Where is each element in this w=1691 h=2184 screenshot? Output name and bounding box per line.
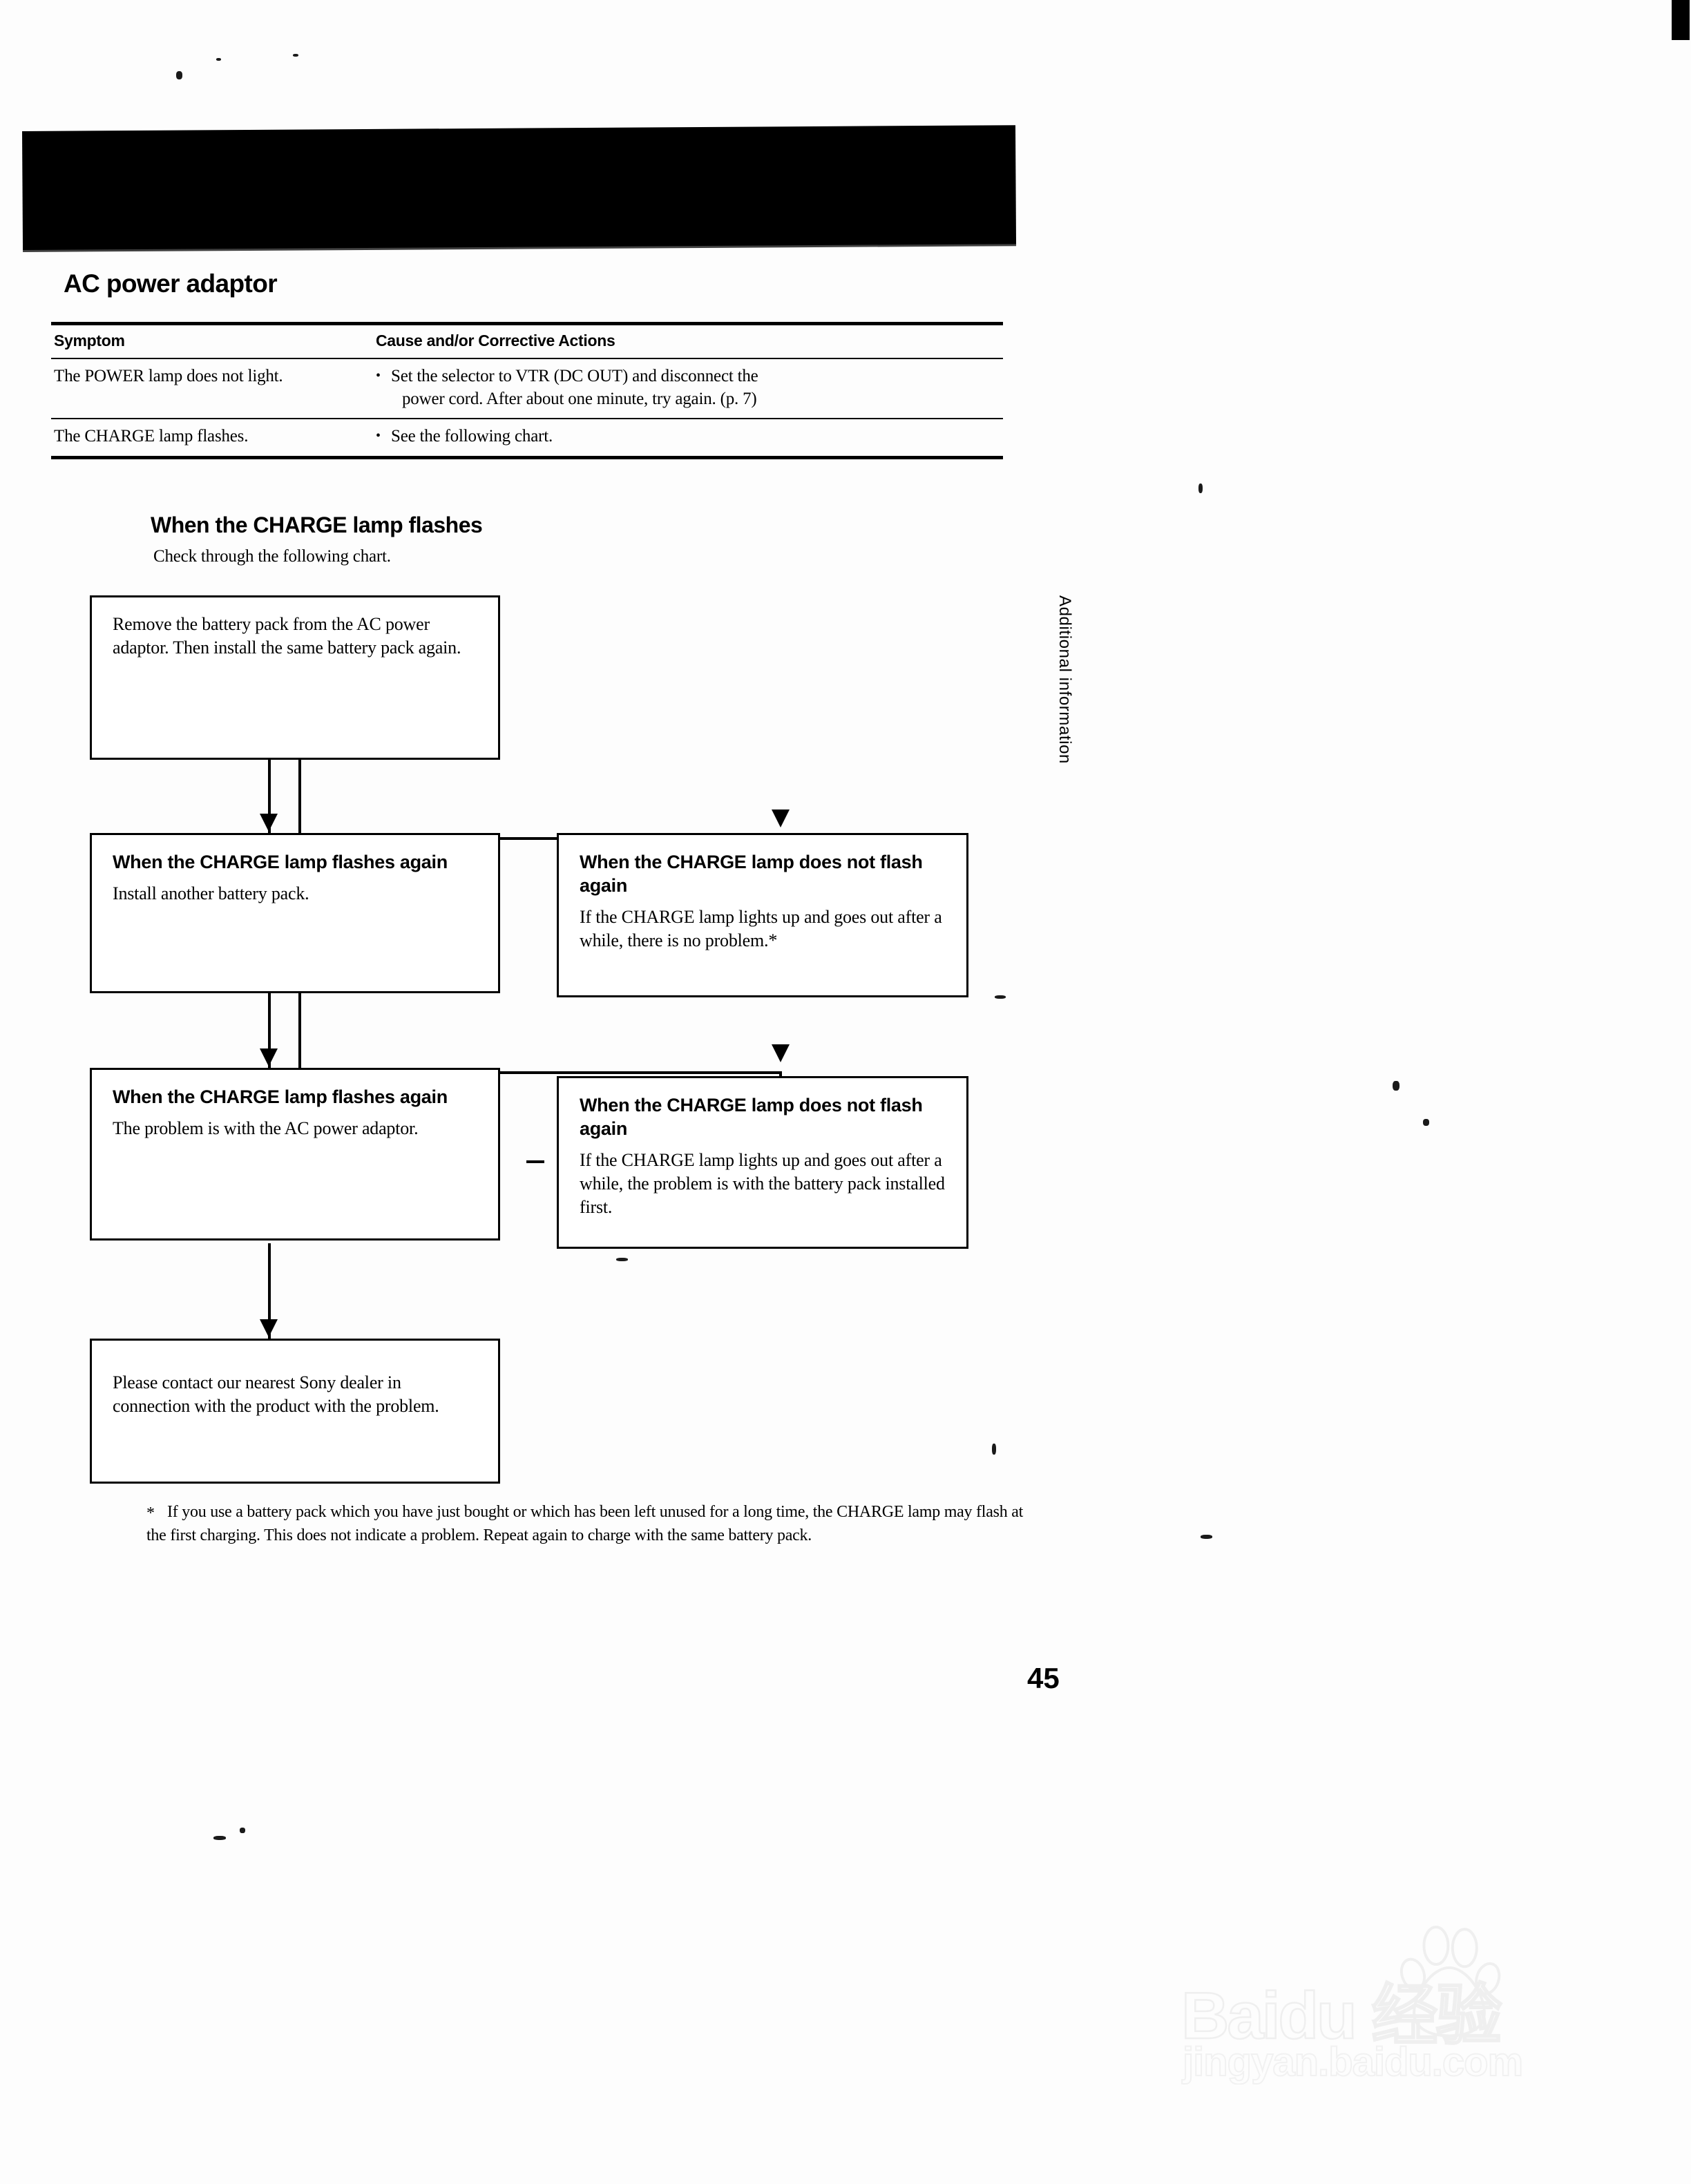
cell-symptom: The POWER lamp does not light. — [54, 367, 283, 385]
scan-speck — [176, 71, 182, 79]
action-line-2: power cord. After about one minute, try … — [402, 389, 757, 408]
scan-speck — [216, 58, 221, 61]
flowchart-title: When the CHARGE lamp flashes — [151, 513, 483, 537]
scan-speck — [1423, 1119, 1429, 1126]
cell-symptom: The CHARGE lamp flashes. — [54, 427, 249, 446]
watermark-url: jingyan.baidu.com — [1182, 2039, 1524, 2085]
flow-box-contact: Please contact our nearest Sony dealer i… — [90, 1339, 500, 1484]
footnote: * If you use a battery pack which you ha… — [146, 1500, 1038, 1547]
side-section-label: Additional information — [1055, 595, 1074, 765]
scan-speck — [616, 1258, 628, 1261]
flow-box-body: If the CHARGE lamp lights up and goes ou… — [580, 1150, 945, 1217]
flowchart-subtitle: Check through the following chart. — [153, 547, 391, 566]
flow-box-text: Please contact our nearest Sony dealer i… — [113, 1372, 439, 1417]
scan-speck — [992, 1444, 996, 1455]
flow-box-no-flash-1: When the CHARGE lamp does not flash agai… — [557, 833, 968, 997]
flow-box-heading: When the CHARGE lamp does not flash agai… — [580, 1095, 923, 1140]
footnote-marker: * — [146, 1504, 155, 1522]
scan-speck — [995, 995, 1006, 999]
connector-line — [298, 837, 782, 840]
flow-box-heading: When the CHARGE lamp flashes again — [113, 1086, 448, 1107]
bullet-text: Set the selector to VTR (DC OUT) and dis… — [391, 365, 999, 410]
flow-box-heading: When the CHARGE lamp flashes again — [113, 852, 448, 872]
scan-speck — [293, 54, 298, 57]
connector-line — [298, 757, 301, 840]
connector-arrowhead — [260, 814, 278, 832]
table-row: The POWER lamp does not light. • Set the… — [51, 359, 1003, 418]
paw-print-icon — [1394, 1922, 1504, 2042]
flow-box-body: If the CHARGE lamp lights up and goes ou… — [580, 907, 942, 950]
flow-box-text: Remove the battery pack from the AC powe… — [113, 614, 461, 658]
section-heading: AC power adaptor — [64, 269, 278, 298]
watermark-brand: Baidu 经验 — [1181, 1978, 1503, 2054]
table-bottom-rule — [51, 455, 1003, 459]
cell-actions: • Set the selector to VTR (DC OUT) and d… — [376, 359, 1003, 418]
connector-line — [268, 1243, 271, 1340]
scan-speck — [1198, 483, 1203, 493]
connector-line — [298, 991, 301, 1074]
scan-speck — [1393, 1081, 1399, 1091]
flow-box-start: Remove the battery pack from the AC powe… — [90, 595, 500, 760]
footnote-text: If you use a battery pack which you have… — [146, 1503, 1024, 1545]
flow-box-body: The problem is with the AC power adaptor… — [113, 1118, 419, 1139]
flow-box-heading: When the CHARGE lamp does not flash agai… — [580, 852, 923, 897]
table-header-rule — [51, 358, 1003, 359]
page-number: 45 — [1027, 1662, 1060, 1694]
bullet-text: See the following chart. — [391, 427, 553, 446]
redacted-header-bar — [22, 125, 1017, 250]
action-line-1: Set the selector to VTR (DC OUT) and dis… — [391, 367, 758, 385]
table-row: The CHARGE lamp flashes. • See the follo… — [51, 419, 1003, 456]
table-header-row: Symptom Cause and/or Corrective Actions — [51, 325, 1003, 358]
flow-box-no-flash-2: When the CHARGE lamp does not flash agai… — [557, 1076, 968, 1249]
connector-arrowhead — [772, 1044, 790, 1062]
column-header-actions: Cause and/or Corrective Actions — [376, 332, 615, 349]
scan-speck — [1201, 1535, 1212, 1539]
column-header-symptom: Symptom — [54, 332, 125, 349]
scan-speck — [213, 1836, 226, 1840]
flow-box-flash-again-2: When the CHARGE lamp flashes again The p… — [90, 1068, 500, 1241]
baidu-watermark: Baidu 经验 jingyan.baidu.com — [1174, 1913, 1575, 2120]
scan-tick-mark — [526, 1160, 544, 1163]
bullet-icon: • — [376, 428, 381, 443]
flow-box-body: Install another battery pack. — [113, 883, 309, 904]
connector-arrowhead — [772, 810, 790, 827]
troubleshooting-table: Symptom Cause and/or Corrective Actions … — [51, 322, 1003, 459]
bullet-icon: • — [376, 368, 381, 383]
connector-arrowhead — [260, 1048, 278, 1066]
flow-box-flash-again-1: When the CHARGE lamp flashes again Insta… — [90, 833, 500, 993]
cell-actions: • See the following chart. — [376, 419, 1003, 456]
table-top-rule — [51, 322, 1003, 325]
table-row-rule — [51, 418, 1003, 419]
scan-speck — [240, 1828, 245, 1833]
scan-corner-mark — [1672, 0, 1690, 40]
connector-line — [298, 1071, 782, 1074]
connector-arrowhead — [260, 1319, 278, 1337]
